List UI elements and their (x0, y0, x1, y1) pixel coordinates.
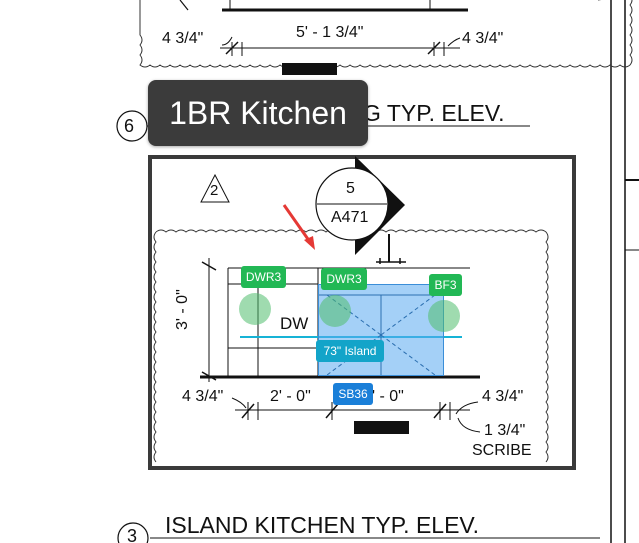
detail-6-number: 6 (124, 116, 135, 136)
bottom-dim-right: 4 3/4" (482, 388, 524, 405)
upper-dim-right: 4 3/4" (462, 30, 504, 47)
bottom-dim-2: ' - 0" (372, 388, 404, 405)
tag-73-island[interactable]: 73" Island (316, 340, 384, 362)
bottom-dim-left: 4 3/4" (182, 388, 224, 405)
scribe-label: SCRIBE (472, 442, 532, 459)
detail-3-number: 3 (127, 526, 138, 543)
bottom-dim-1: 2' - 0" (270, 388, 311, 405)
section-marker-number: 5 (346, 180, 355, 197)
tag-dwr3-left[interactable]: DWR3 (241, 266, 286, 288)
room-tooltip: 1BR Kitchen (148, 80, 368, 146)
detail-6-title: G TYP. ELEV. (363, 100, 505, 126)
section-marker-sheet: A471 (331, 209, 369, 226)
dishwasher-label: DW (280, 314, 309, 333)
marker-dot-dwr3-center[interactable] (319, 295, 351, 327)
scribe-dimension: 1 3/4" (484, 422, 526, 439)
detail-3-title: ISLAND KITCHEN TYP. ELEV. (165, 512, 480, 538)
height-dimension: 3' - 0" (174, 289, 191, 330)
revision-tag-number: 2 (210, 182, 219, 199)
tag-dwr3-center[interactable]: DWR3 (321, 268, 367, 290)
tag-bf3[interactable]: BF3 (429, 274, 462, 296)
marker-dot-bf3[interactable] (428, 300, 460, 332)
upper-dim-mid: 5' - 1 3/4" (296, 24, 364, 41)
marker-dot-dwr3-left[interactable] (239, 293, 271, 325)
tag-sb36[interactable]: SB36 (333, 383, 373, 405)
upper-dim-left: 4 3/4" (162, 30, 204, 47)
